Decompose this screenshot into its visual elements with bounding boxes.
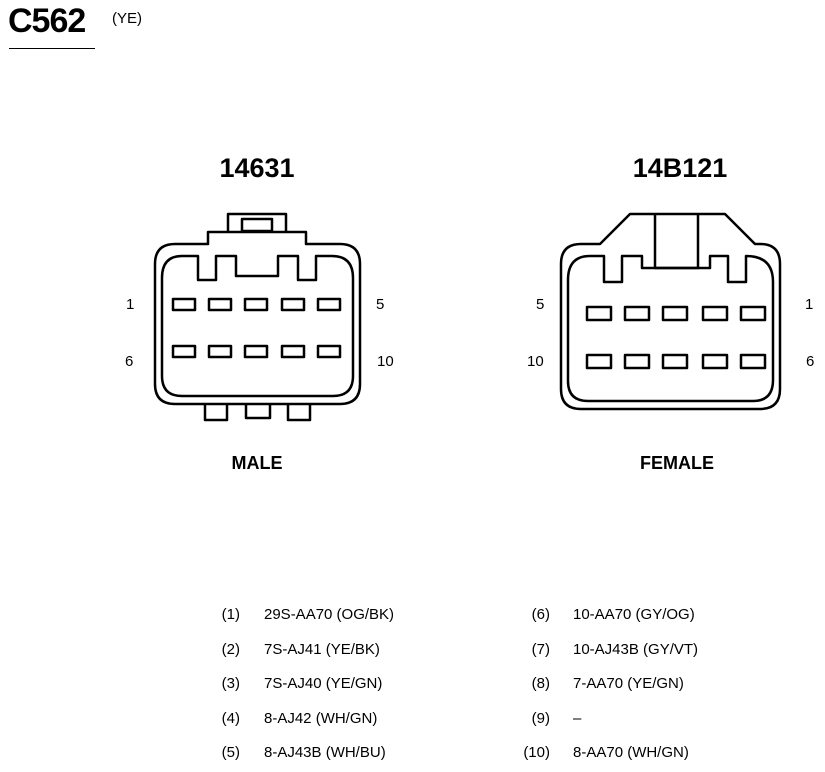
female-inner-shell [566, 254, 775, 403]
female-pin-label-bottom-left: 10 [527, 353, 544, 370]
pin-circuit: – [573, 710, 582, 727]
pin-number: (10) [523, 744, 550, 761]
male-cavity [243, 344, 269, 359]
pin-circuit: 10-AJ43B (GY/VT) [573, 641, 699, 658]
male-inner-shell [160, 254, 355, 398]
connector-color: (YE) [112, 10, 142, 27]
male-cavity [316, 297, 342, 312]
male-pin-label-top-right: 5 [376, 296, 385, 313]
male-cavity [171, 344, 197, 359]
female-pin-label-top-right: 1 [805, 296, 814, 313]
female-outer-shell [559, 212, 782, 411]
female-connector-body [559, 212, 782, 411]
male-cavity [243, 297, 269, 312]
title-underline [9, 48, 95, 49]
male-cavity [207, 344, 233, 359]
male-pin-label-bottom-right: 10 [377, 353, 394, 370]
pin-number: (3) [221, 675, 240, 692]
female-cavity [585, 353, 613, 370]
pin-circuit: 8-AA70 (WH/GN) [573, 744, 689, 761]
male-part-number: 14631 [219, 153, 295, 183]
female-latch-block [653, 214, 700, 270]
pin-number: (1) [221, 606, 240, 623]
female-pin-cavities [585, 305, 767, 370]
pin-number: (2) [221, 641, 240, 658]
male-pin-cavities [171, 297, 342, 359]
male-cavity [316, 344, 342, 359]
pin-circuit: 10-AA70 (GY/OG) [573, 606, 695, 623]
pin-circuit: 7-AA70 (YE/GN) [573, 675, 684, 692]
male-cavity [280, 297, 306, 312]
pin-number: (9) [531, 710, 550, 727]
male-outer-shell [153, 230, 362, 406]
male-pin-label-bottom-left: 6 [125, 353, 134, 370]
female-cavity [739, 305, 767, 322]
female-pin-label-bottom-right: 6 [806, 353, 815, 370]
female-cavity [585, 305, 613, 322]
female-cavity [739, 353, 767, 370]
pin-number: (6) [531, 606, 550, 623]
pin-circuit: 7S-AJ41 (YE/BK) [264, 641, 380, 658]
male-bottom-tab-center [244, 404, 272, 420]
male-cavity [171, 297, 197, 312]
pin-number: (8) [531, 675, 550, 692]
pin-number: (4) [221, 710, 240, 727]
pin-circuit: 7S-AJ40 (YE/GN) [264, 675, 383, 692]
female-part-number: 14B121 [632, 153, 728, 183]
female-cavity [623, 353, 651, 370]
female-cavity [701, 353, 729, 370]
male-pin-label-top-left: 1 [126, 296, 135, 313]
pin-number: (5) [221, 744, 240, 761]
male-bottom-tab-left [203, 404, 229, 422]
pin-number: (7) [531, 641, 550, 658]
pin-circuit: 29S-AA70 (OG/BK) [264, 606, 395, 623]
male-cavity [280, 344, 306, 359]
female-cavity [623, 305, 651, 322]
male-top-latch [226, 212, 288, 232]
male-label: MALE [231, 453, 283, 473]
male-latch-window [240, 217, 274, 233]
pin-circuit: 8-AJ43B (WH/BU) [264, 744, 386, 761]
male-bottom-tab-right [286, 404, 312, 422]
connector-id: C562 [8, 2, 86, 40]
female-cavity [661, 305, 689, 322]
male-connector-body [153, 212, 362, 422]
female-label: FEMALE [640, 453, 714, 473]
male-cavity [207, 297, 233, 312]
female-cavity [661, 353, 689, 370]
pin-circuit: 8-AJ42 (WH/GN) [264, 710, 378, 727]
female-cavity [701, 305, 729, 322]
female-pin-label-top-left: 5 [536, 296, 545, 313]
